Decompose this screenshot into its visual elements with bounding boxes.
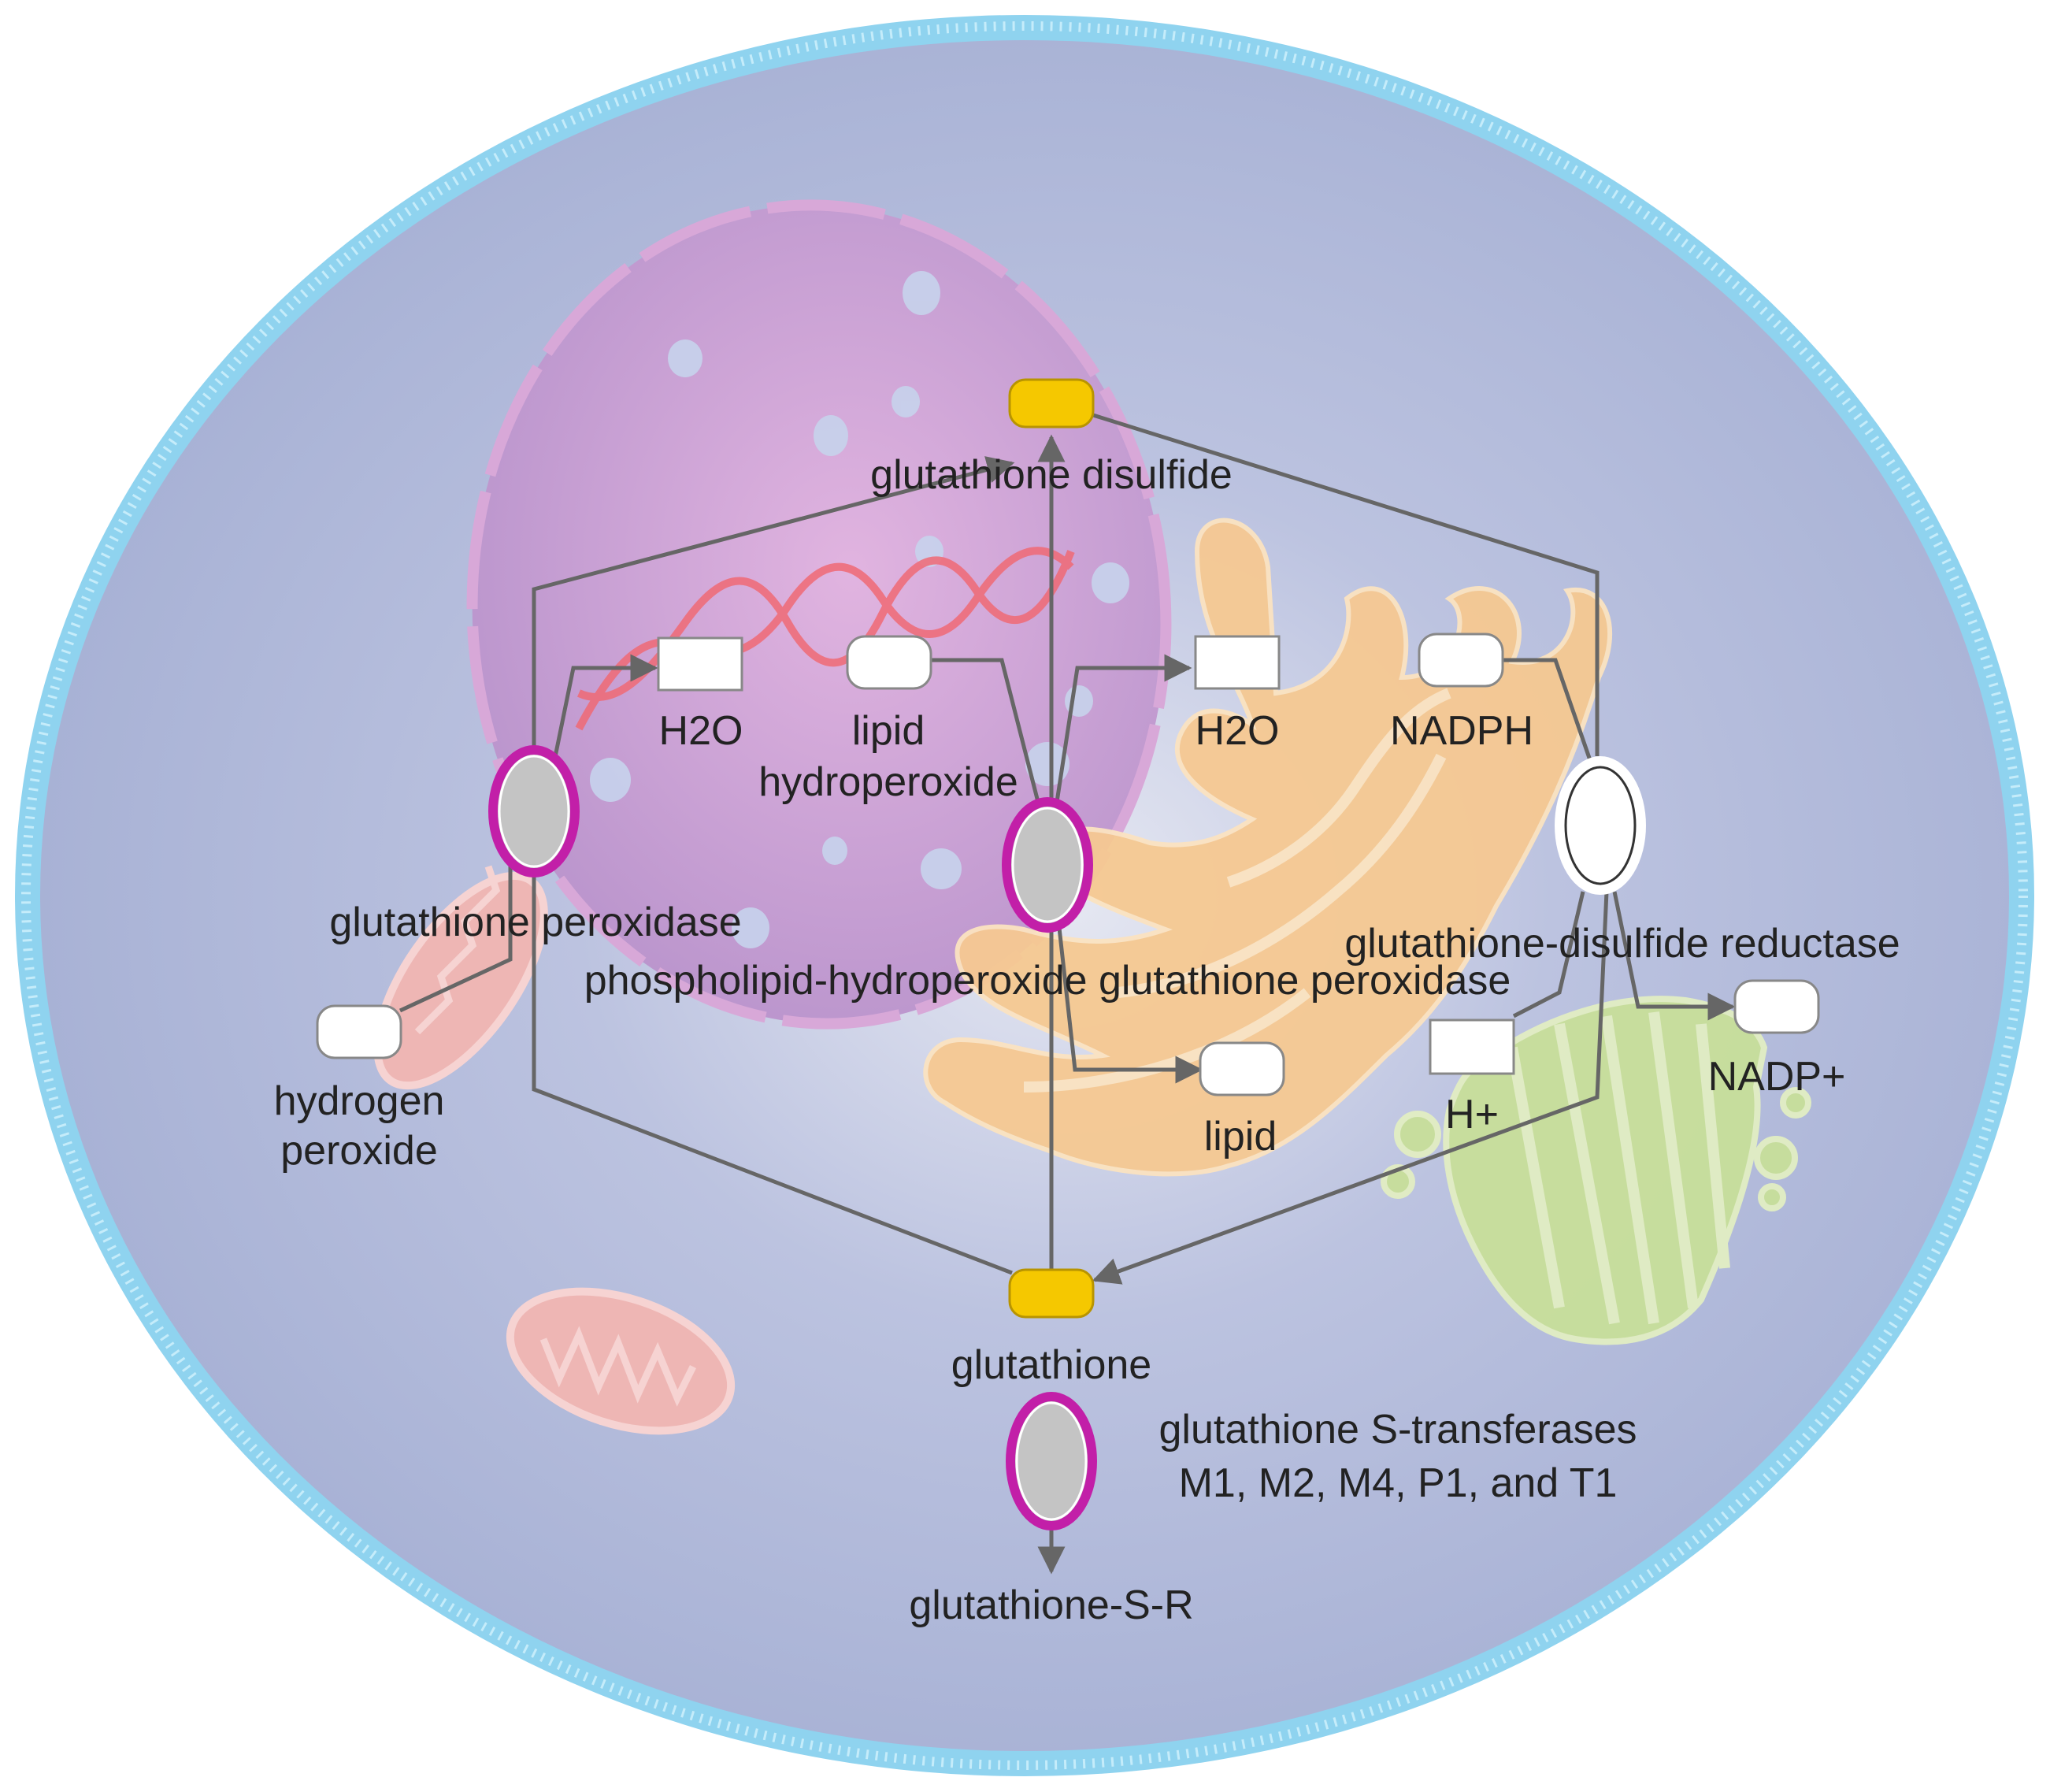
h-plus-node[interactable]	[1429, 1018, 1515, 1075]
glutathione-s-r-label: glutathione-S-R	[909, 1582, 1193, 1628]
nadph-label: NADPH	[1390, 708, 1533, 754]
h2o-left-label: H2O	[659, 708, 743, 754]
gst-label-line1: glutathione S-transferases	[1158, 1407, 1637, 1453]
lipid-hydroperoxide-node[interactable]	[846, 635, 932, 690]
hydrogen-peroxide-label-line1: hydrogen	[274, 1078, 445, 1124]
nadph-node[interactable]	[1418, 633, 1504, 688]
pathway-edges	[399, 413, 1736, 1575]
lipid-hydroperoxide-label-line2: hydroperoxide	[758, 759, 1018, 805]
hydrogen-peroxide-label-line2: peroxide	[280, 1128, 437, 1174]
mitochondrion-lower	[506, 1287, 736, 1435]
glutathione-peroxidase-enzyme[interactable]	[488, 745, 580, 877]
h2o-left-node[interactable]	[657, 636, 743, 692]
h2o-right-label: H2O	[1196, 708, 1280, 754]
lipid-hydroperoxide-label-line1: lipid	[852, 708, 925, 754]
glutathione-peroxidase-label: glutathione peroxidase	[329, 900, 741, 945]
phospholipid-hydroperoxide-glutathione-peroxidase-enzyme[interactable]	[1002, 797, 1093, 933]
h2o-right-node[interactable]	[1194, 635, 1281, 690]
gsr-label: glutathione-disulfide reductase	[1344, 921, 1900, 966]
nadp-plus-label: NADP+	[1708, 1054, 1846, 1100]
nucleus	[466, 199, 1172, 1030]
nucleolus-dots	[590, 271, 1129, 948]
glutathione-disulfide-reductase-enzyme[interactable]	[1555, 756, 1646, 895]
glutathione-disulfide-label: glutathione disulfide	[870, 452, 1233, 498]
glutathione-s-transferases-enzyme[interactable]	[1006, 1392, 1097, 1530]
gst-label-line2: M1, M2, M4, P1, and T1	[1179, 1460, 1618, 1506]
cell-membrane-dots	[21, 21, 2028, 1770]
nadp-plus-node[interactable]	[1733, 979, 1820, 1034]
glutathione-disulfide-node[interactable]	[1008, 378, 1095, 429]
golgi-apparatus	[1381, 996, 1811, 1345]
h-plus-label: H+	[1445, 1092, 1499, 1137]
glutathione-label: glutathione	[951, 1342, 1151, 1388]
hydrogen-peroxide-node[interactable]	[316, 1004, 402, 1059]
lipid-node[interactable]	[1199, 1041, 1285, 1096]
lipid-label: lipid	[1204, 1114, 1277, 1159]
phospholipid-gpx-label: phospholipid-hydroperoxide glutathione p…	[584, 958, 1511, 1004]
glutathione-node[interactable]	[1008, 1268, 1095, 1319]
